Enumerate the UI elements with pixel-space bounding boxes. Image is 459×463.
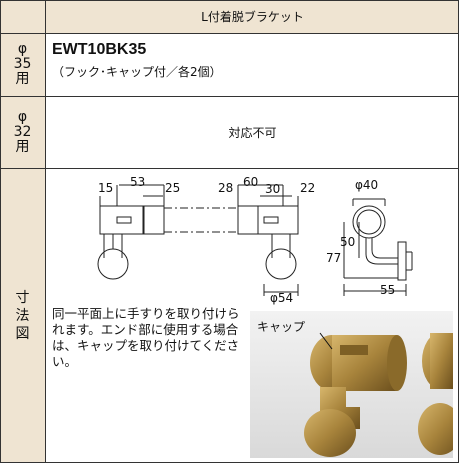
dim-label: 55 — [380, 283, 395, 297]
row-label-char: 用 — [15, 138, 30, 155]
row-label-dimensions: 寸 法 図 — [0, 168, 46, 463]
dim-label: 50 — [340, 235, 355, 249]
dim-label: 25 — [165, 181, 180, 195]
dim-label: 22 — [300, 181, 315, 195]
usage-description: 同一平面上に手すりを取り付けられます。エンド部に使用する場合は、キャップを取り付… — [52, 306, 240, 369]
dim-label: φ40 — [355, 178, 378, 192]
row-label-char: 図 — [15, 325, 30, 342]
row-label-phi32: φ 32 用 — [0, 96, 46, 168]
product-photo — [250, 311, 453, 458]
dim-label: 28 — [218, 181, 233, 195]
row-label-char: φ — [17, 41, 28, 57]
dim-label: 53 — [130, 175, 145, 189]
model-number: EWT10BK35 — [52, 41, 147, 58]
row-label-char: 用 — [15, 71, 30, 87]
row-label-char: 寸 — [15, 289, 30, 306]
divider — [0, 33, 459, 34]
dim-label: 15 — [98, 181, 113, 195]
header-title: L付着脱ブラケット — [201, 10, 304, 24]
header-cell — [46, 0, 459, 33]
model-note: （フック･キャップ付／各2個） — [52, 65, 222, 79]
photo-caption: キャップ — [257, 320, 306, 334]
row-label-char: 法 — [15, 307, 30, 324]
row-label-char: φ — [17, 108, 28, 125]
header-label-cell — [0, 0, 46, 33]
dim-label: φ54 — [270, 291, 293, 305]
divider — [0, 0, 1, 463]
dim-label: 77 — [326, 251, 341, 265]
not-supported-text: 対応不可 — [228, 125, 277, 140]
row-label-phi35: φ 35 用 — [0, 33, 46, 96]
row-label-char: 35 — [13, 56, 32, 72]
row-label-char: 32 — [13, 123, 32, 140]
dim-label: 30 — [265, 182, 280, 196]
dim-label: 60 — [243, 175, 258, 189]
divider — [0, 0, 459, 1]
divider — [0, 96, 459, 97]
divider — [0, 168, 459, 169]
